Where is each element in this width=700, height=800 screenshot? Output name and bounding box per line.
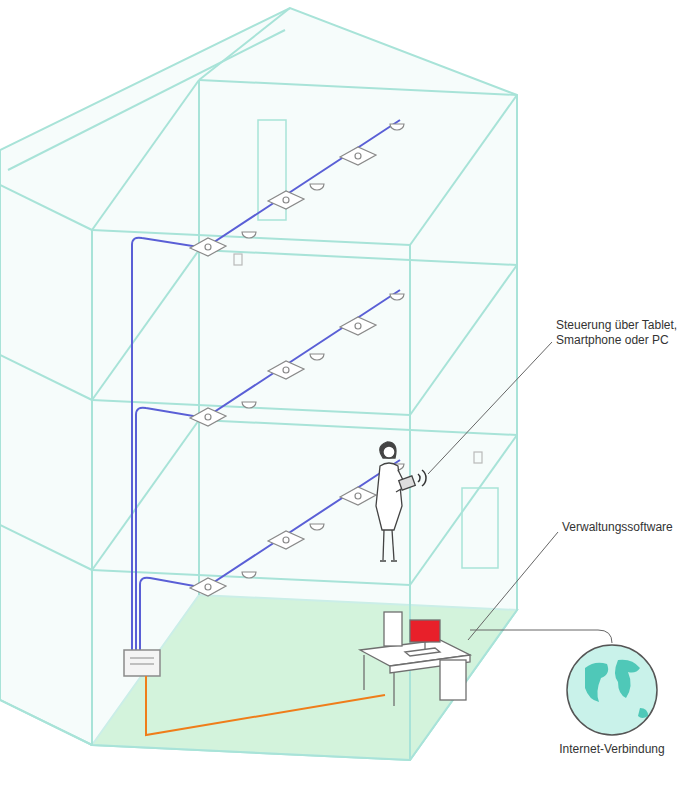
control-unit bbox=[124, 650, 160, 676]
callout-label: Verwaltungssoftware bbox=[562, 520, 696, 535]
wifi-signal bbox=[418, 470, 426, 486]
leader-lines bbox=[428, 342, 612, 643]
lighting-wires bbox=[132, 120, 400, 650]
globe bbox=[567, 645, 657, 735]
network-cable bbox=[146, 676, 385, 735]
woman-with-tablet bbox=[376, 442, 415, 561]
callout-label: Steuerung über Tablet, Smartphone oder P… bbox=[556, 318, 696, 348]
office-desk bbox=[360, 612, 470, 706]
callout-label: Internet-Verbindung bbox=[548, 742, 676, 757]
building-shell bbox=[0, 8, 517, 760]
light-fixtures bbox=[190, 124, 404, 596]
